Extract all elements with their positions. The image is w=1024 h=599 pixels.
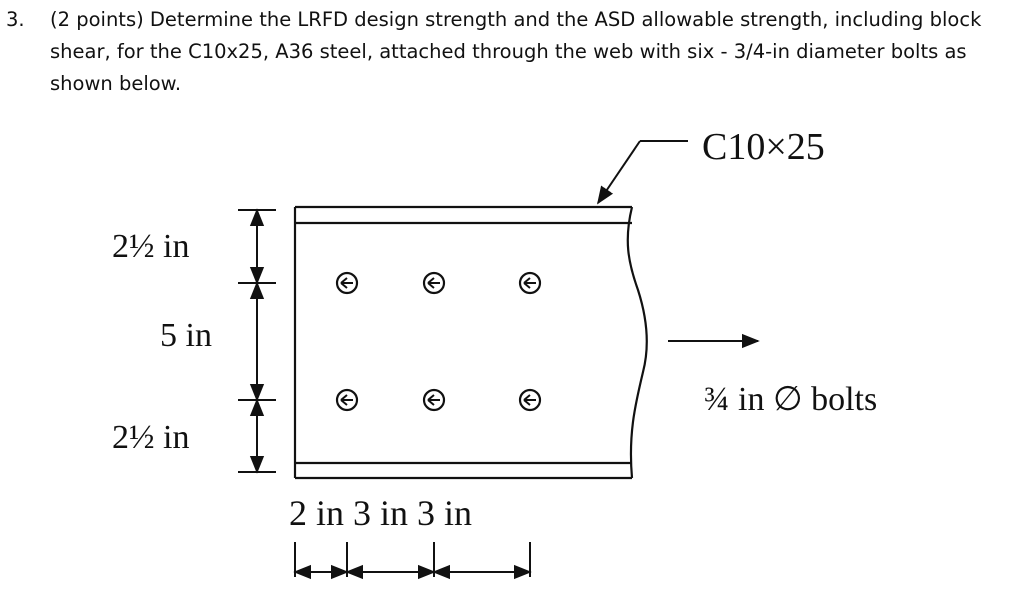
bolt-label: ¾ in ∅ bolts: [704, 381, 877, 418]
bolt: [422, 271, 446, 295]
dim-horizontal-label: 2 in 3 in 3 in: [289, 493, 472, 533]
vertical-dimension: [238, 208, 276, 474]
question-number: 3.: [6, 8, 25, 31]
dim-bottom-label: 2½ in: [112, 419, 189, 456]
horizontal-dimension: [293, 542, 532, 580]
bolt: [518, 271, 542, 295]
section-label: C10×25: [702, 126, 825, 168]
bolt: [335, 271, 359, 295]
bolt: [422, 388, 446, 412]
bolt-group: [335, 271, 542, 412]
question-text: (2 points) Determine the LRFD design str…: [50, 8, 982, 95]
dim-middle-label: 5 in: [160, 317, 212, 354]
bolt: [518, 388, 542, 412]
question: 3. (2 points) Determine the LRFD design …: [6, 4, 1016, 100]
bolt: [335, 388, 359, 412]
channel-member: [293, 205, 648, 480]
dim-top-label: 2½ in: [112, 228, 189, 265]
section-leader: [596, 140, 688, 205]
